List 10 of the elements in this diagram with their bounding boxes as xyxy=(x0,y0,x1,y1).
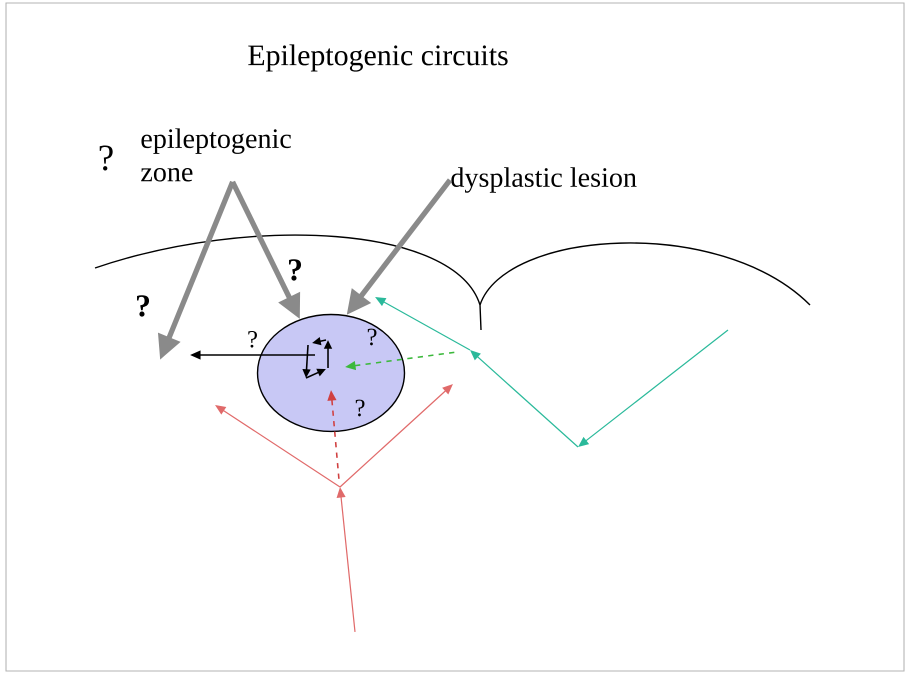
lesion-blob xyxy=(256,314,406,432)
label-text: epileptogenic zone xyxy=(141,128,291,182)
edge-label: ? xyxy=(245,329,260,350)
question-mark: ? xyxy=(100,146,113,170)
question-mark: ? xyxy=(368,328,376,346)
question-mark: ? xyxy=(356,400,364,416)
label-text: dysplastic lesion xyxy=(451,167,637,193)
title: Epileptogenic circuits xyxy=(248,44,508,72)
question-mark: ? xyxy=(289,259,302,281)
question-mark: ? xyxy=(137,295,150,317)
